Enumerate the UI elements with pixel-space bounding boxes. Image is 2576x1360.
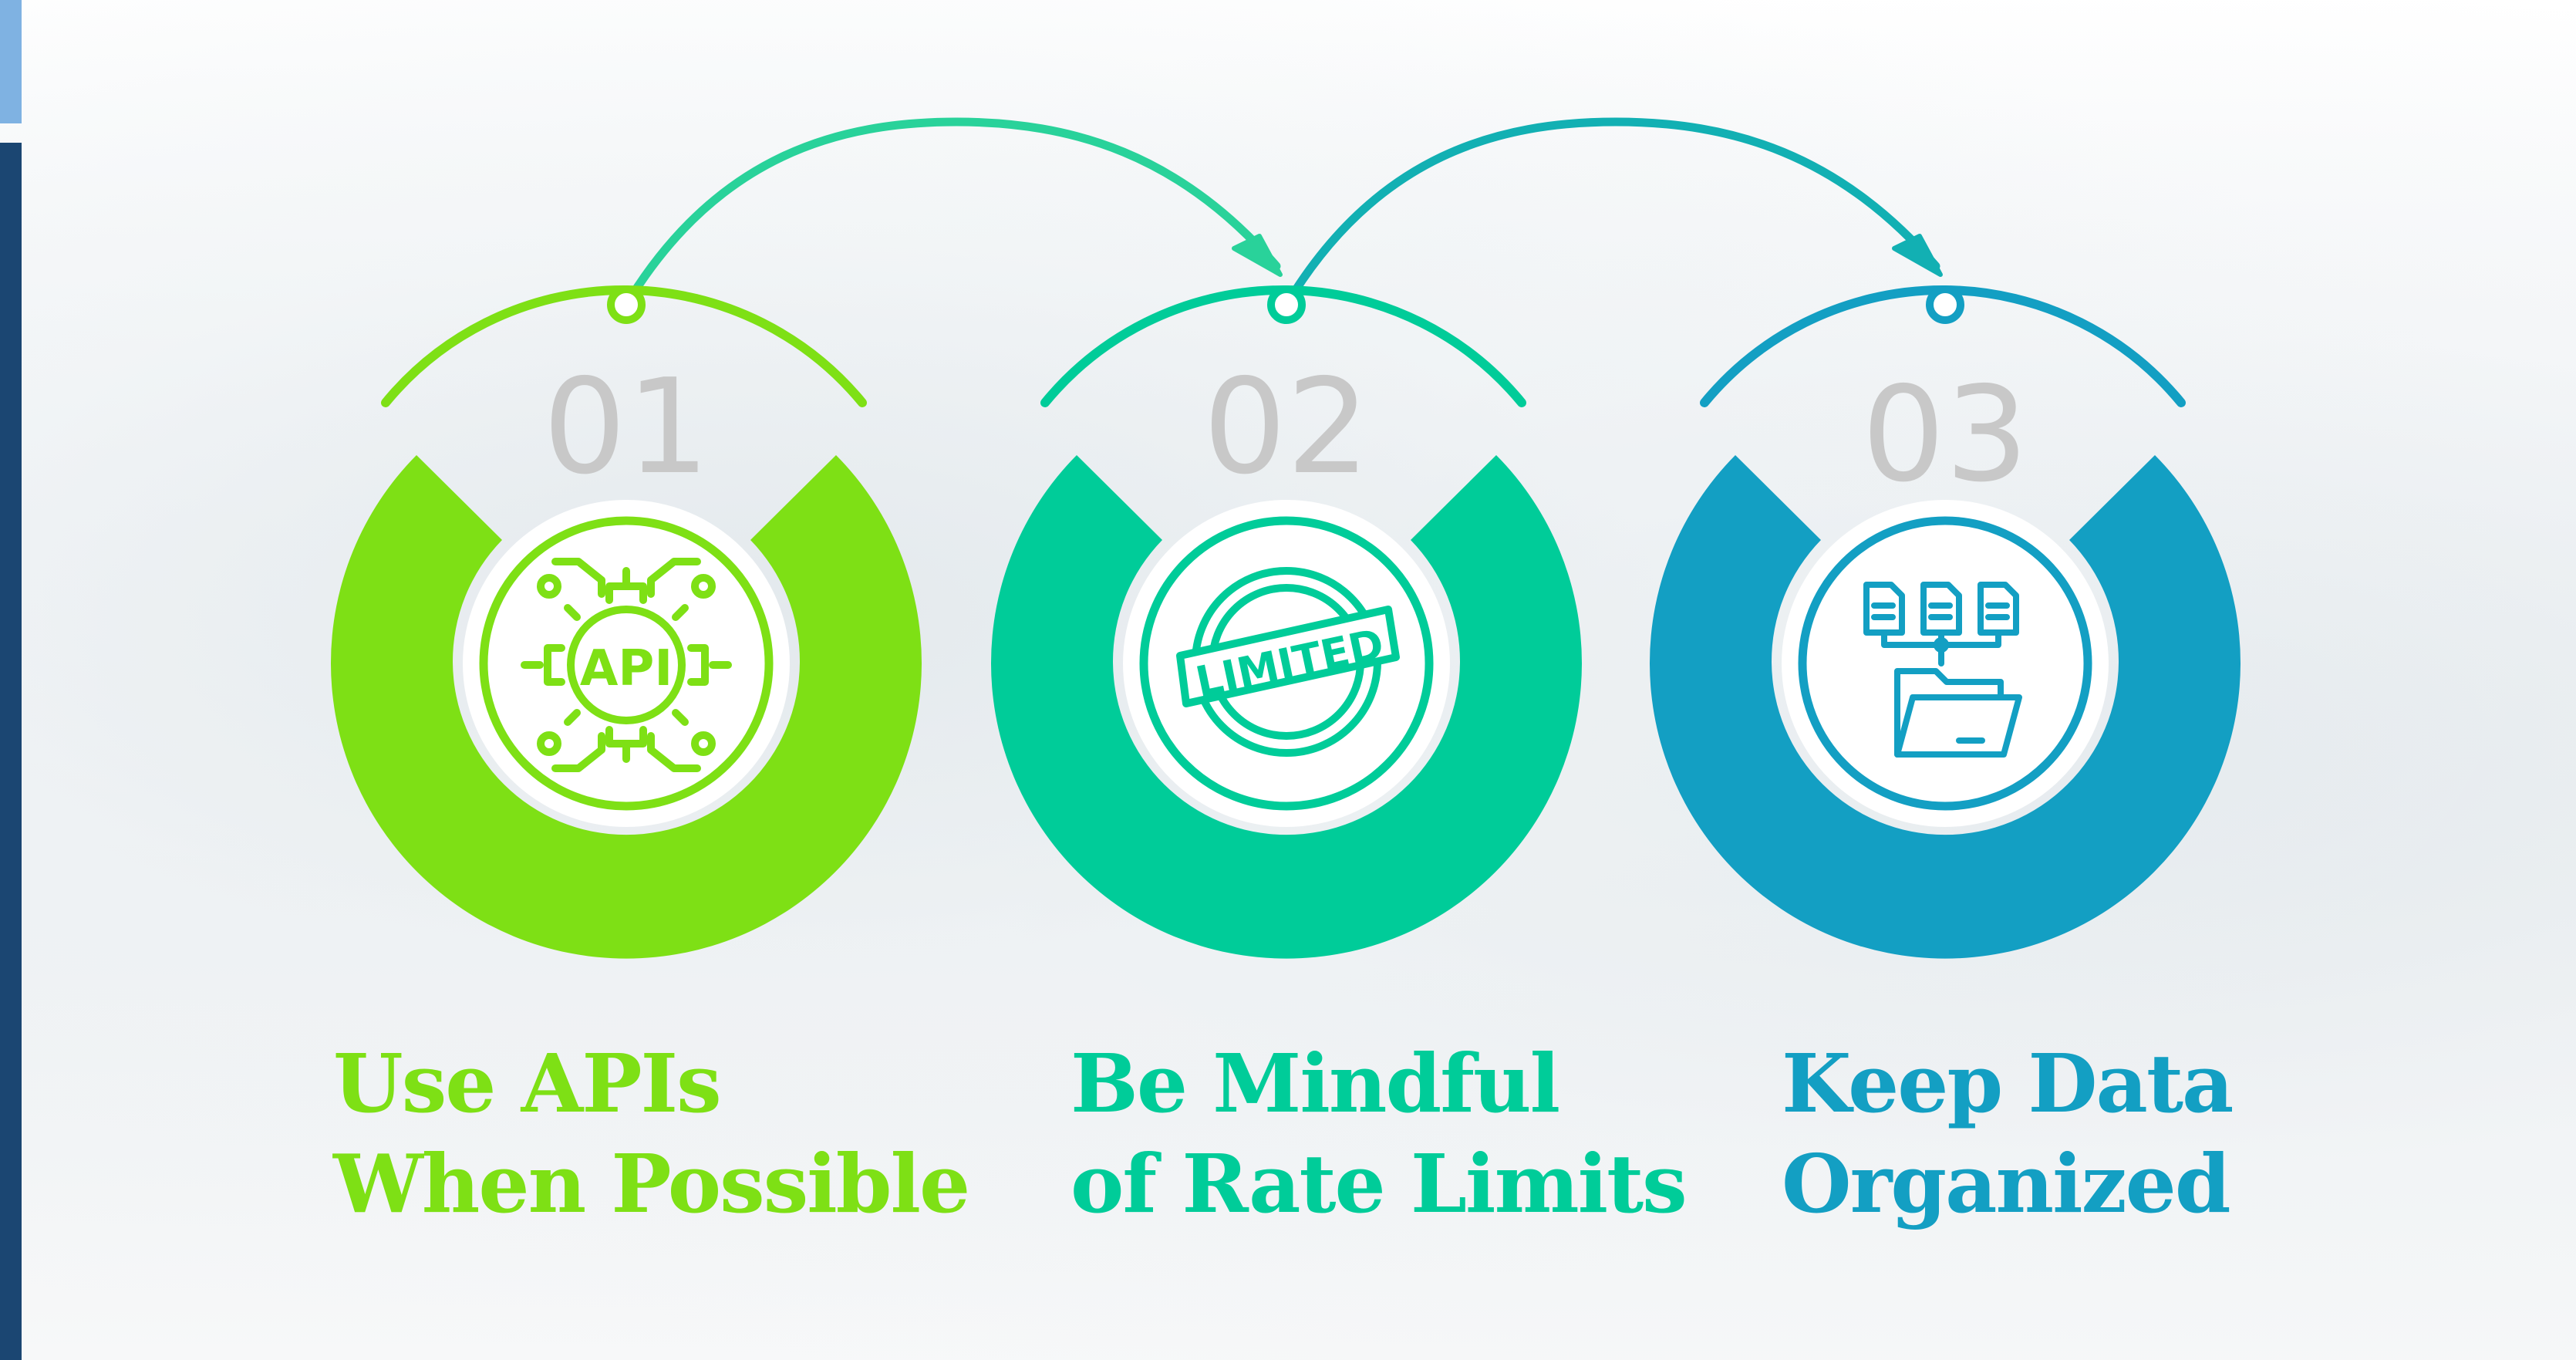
step-3-arc-node (1926, 285, 1964, 324)
edge-accent-light (0, 0, 22, 123)
step-2-ring (991, 455, 1582, 959)
step-2: 02 LIMITED (991, 285, 1582, 959)
step-2-title-line2: of Rate Limits (1071, 1136, 1688, 1231)
step-1-title-line2: When Possible (333, 1136, 970, 1231)
step-3-caption: Keep Data Organized (1782, 1034, 2234, 1234)
step-1: 01 API (330, 285, 922, 959)
step-2-arc-node (1267, 285, 1306, 324)
connector-arc-1-2 (622, 117, 1281, 309)
step-2-number: 02 (1203, 351, 1370, 504)
api-icon-label: API (580, 640, 673, 697)
connector-arcs (622, 117, 1943, 309)
step-3-title-line2: Organized (1782, 1136, 2231, 1231)
arrowhead-1-2 (1232, 234, 1283, 277)
step-2-title-line1: Be Mindful (1071, 1036, 1560, 1131)
step-3-title-line1: Keep Data (1782, 1036, 2234, 1131)
data-folder-icon (1863, 582, 2022, 758)
step-1-ring (330, 455, 922, 959)
step-1-arc-node (607, 285, 646, 324)
step-3-inner-ring (1782, 500, 2109, 827)
api-chip-icon (521, 558, 732, 772)
edge-accent-dark (0, 143, 22, 1360)
step-2-inner-border (1139, 516, 1434, 811)
step-1-number: 01 (543, 351, 710, 504)
step-3-inner-border (1798, 516, 2092, 811)
step-1-inner-border (479, 516, 774, 811)
step-3: 03 (1650, 285, 2241, 959)
step-3-number: 03 (1862, 359, 2028, 511)
step-2-caption: Be Mindful of Rate Limits (1071, 1034, 1688, 1234)
step-3-ring (1650, 455, 2241, 959)
arrowhead-2-3 (1892, 234, 1943, 277)
limited-stamp-icon (1176, 567, 1400, 757)
step-1-caption: Use APIs When Possible (333, 1034, 970, 1234)
step-1-title-line1: Use APIs (333, 1036, 722, 1131)
connector-arc-2-3 (1282, 117, 1940, 309)
